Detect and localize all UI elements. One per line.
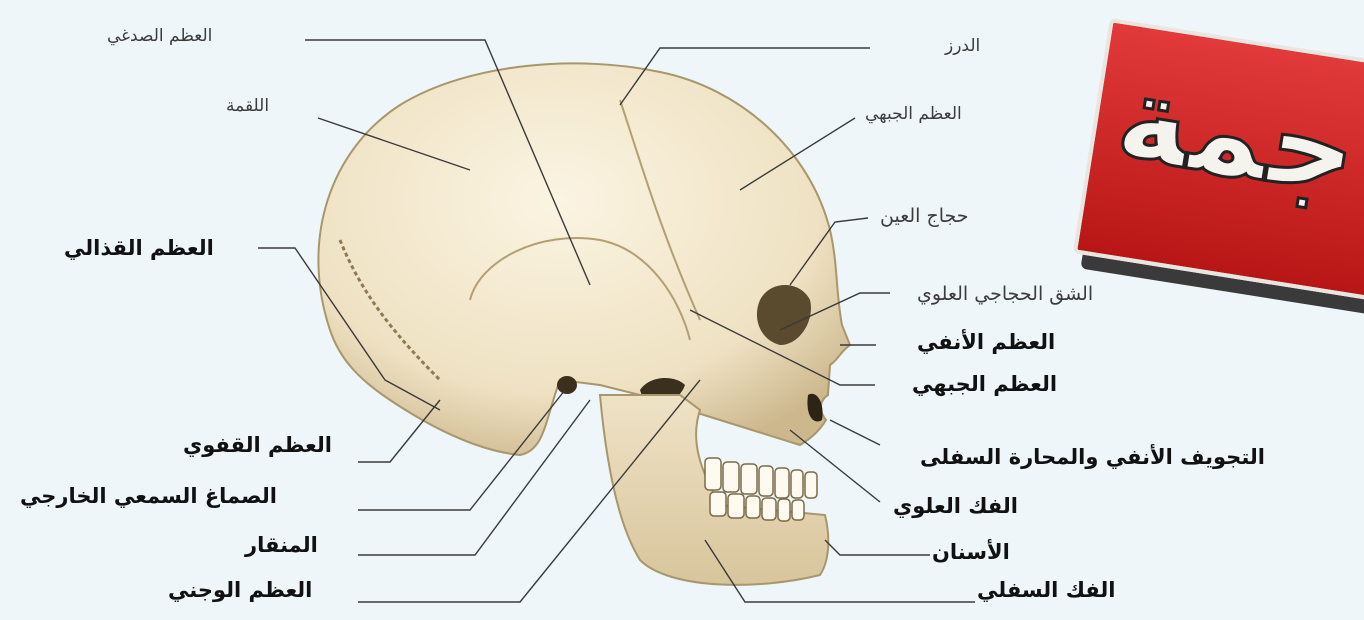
label-temporal-bone: العظم الصدغي bbox=[107, 26, 212, 46]
label-orbit: حجاج العين bbox=[880, 205, 969, 227]
cranium bbox=[318, 63, 850, 455]
label-mandible: الفك السفلي bbox=[977, 578, 1115, 602]
label-parietal-bone: العظم القذالي bbox=[64, 236, 214, 260]
ear-canal bbox=[557, 376, 577, 394]
label-superior-orbital-fissure: الشق الحجاجي العلوي bbox=[917, 283, 1093, 305]
label-suture: الدرز bbox=[945, 36, 980, 56]
label-external-auditory-meatus: الصماغ السمعي الخارجي bbox=[20, 484, 277, 508]
label-crown: اللقمة bbox=[226, 96, 269, 116]
label-maxilla: الفك العلوي bbox=[893, 494, 1018, 518]
label-nasal-bone: العظم الأنفي bbox=[917, 330, 1055, 354]
label-teeth: الأسنان bbox=[932, 540, 1010, 564]
label-frontal-bone-top: العظم الجبهي bbox=[865, 104, 962, 124]
label-zygomatic-bone: العظم الوجني bbox=[168, 578, 312, 602]
label-mastoid: المنقار bbox=[245, 533, 318, 557]
label-occipital-bone: العظم القفوي bbox=[183, 433, 332, 457]
label-frontal-bone: العظم الجبهي bbox=[912, 372, 1057, 396]
label-nasal-cavity-inferior-concha: التجويف الأنفي والمحارة السفلى bbox=[920, 445, 1265, 469]
